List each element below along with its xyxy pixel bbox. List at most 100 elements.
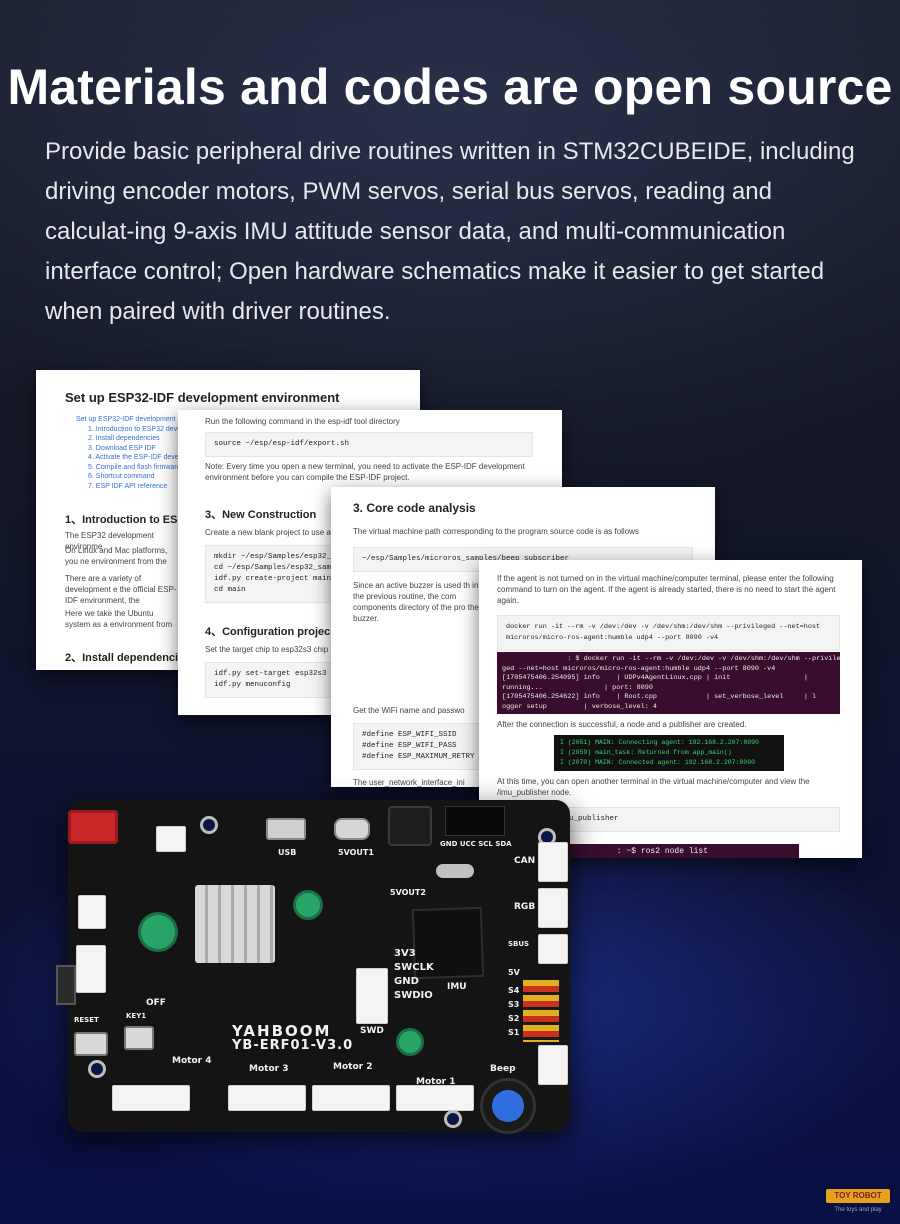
motor-connector — [396, 1085, 474, 1111]
sbus-connector — [538, 934, 568, 964]
code-block: docker run -it --rm -v /dev:/dev -v /dev… — [497, 615, 840, 651]
board-label: IMU — [447, 982, 467, 992]
doc-title: 3. Core code analysis — [353, 501, 476, 515]
doc-title: Set up ESP32-IDF development environment — [65, 390, 340, 405]
mount-hole — [88, 1060, 106, 1078]
usb-port — [266, 818, 306, 840]
board-label: SWCLK — [394, 962, 434, 973]
capacitor — [396, 1028, 424, 1056]
toc-item[interactable]: 7. ESP IDF API reference — [88, 482, 168, 490]
board-label: CAN — [514, 856, 536, 866]
heatsink — [195, 885, 275, 963]
can-connector — [538, 842, 568, 882]
model-label: YB-ERF01-V3.0 — [232, 1038, 354, 1053]
board-label: SWD — [360, 1026, 384, 1036]
section-heading: 2、Install dependencie — [65, 652, 185, 664]
board-label: 5VOUT2 — [390, 888, 426, 897]
doc-text: Note: Every time you open a new terminal… — [205, 462, 525, 482]
code-block: source ~/esp/esp-idf/export.sh — [205, 432, 533, 457]
doc-text: The user_network_interface_ini — [353, 778, 465, 787]
brand-label: YAHBOOM — [232, 1022, 332, 1040]
section-heading: 3、New Construction — [205, 509, 317, 521]
board-label: 5V — [508, 968, 520, 977]
doc-card-agent: If the agent is not turned on in the vir… — [479, 560, 862, 858]
board-label: RGB — [514, 902, 536, 912]
key1-button[interactable] — [124, 1026, 154, 1050]
side-connector — [78, 895, 106, 929]
board-label: GND — [394, 976, 419, 987]
board-label: S2 — [508, 1014, 520, 1023]
board-label: USB — [278, 848, 297, 857]
dc-jack — [388, 806, 432, 846]
buzzer-sticker — [492, 1090, 524, 1122]
board-label: SBUS — [508, 940, 530, 948]
doc-text: Here we take the Ubuntu system as a envi… — [65, 609, 173, 629]
board-label: 5VOUT1 — [338, 848, 374, 857]
board-label: 3V3 — [394, 948, 416, 959]
terminal-output: : $ docker run -it --rm -v /dev:/dev -v … — [497, 652, 840, 714]
toy-robot-logo: TOY ROBOT The toys and play — [826, 1183, 890, 1219]
crystal — [436, 864, 474, 878]
doc-text: Create a new blank project to use as a — [205, 528, 342, 537]
doc-text: At this time, you can open another termi… — [497, 777, 810, 797]
page-title: Materials and codes are open source — [7, 59, 893, 115]
power-connector — [68, 810, 118, 844]
doc-text: After the connection is successful, a no… — [497, 720, 747, 729]
board-label: GND UCC SCL SDA — [440, 840, 512, 848]
rgb-connector — [538, 888, 568, 928]
board-label: RESET — [74, 1016, 99, 1024]
board-label: Motor 1 — [416, 1077, 456, 1087]
mount-hole — [444, 1110, 462, 1128]
board-label: KEY1 — [126, 1012, 147, 1020]
toc-item[interactable]: 4. Activate the ESP-IDF develop... — [88, 454, 194, 461]
doc-text: Run the following command in the esp-idf… — [205, 417, 400, 426]
toc-item[interactable]: 5. Compile and flash firmware — [88, 463, 181, 471]
code-block: mkdir ~/esp/Samples/esp32_sampl cd ~/esp… — [205, 545, 335, 603]
section-heading: 1、Introduction to ESP3 — [65, 514, 191, 526]
doc-text: The virtual machine path corresponding t… — [353, 527, 639, 536]
board-label: Motor 4 — [172, 1056, 212, 1066]
doc-text: The ESP32 development environme — [65, 531, 154, 551]
power-switch[interactable] — [56, 965, 76, 1005]
doc-text: There are a variety of development e the… — [65, 574, 177, 605]
motor-connector — [228, 1085, 306, 1111]
board-label: OFF — [146, 998, 166, 1008]
logo-text: TOY ROBOT — [826, 1189, 890, 1203]
board-label: S3 — [508, 1000, 520, 1009]
terminal-output: : ~$ ros2 node list — [559, 844, 799, 858]
doc-text: On Linux and Mac platforms, you ne envir… — [65, 546, 168, 566]
capacitor — [293, 890, 323, 920]
reset-button[interactable] — [74, 1032, 108, 1056]
controller-board: YAHBOOM YB-ERF01-V3.0 Motor 4 Motor 3 Mo… — [56, 800, 570, 1134]
code-block: idf.py set-target esp32s3 idf.py menucon… — [205, 662, 335, 698]
doc-text: If the agent is not turned on in the vir… — [497, 574, 836, 605]
board-label: S4 — [508, 986, 520, 995]
mount-hole — [200, 816, 218, 834]
board-label: Motor 3 — [249, 1064, 289, 1074]
motor-connector — [312, 1085, 390, 1111]
capacitor — [138, 912, 178, 952]
code-block: #define ESP_WIFI_SSID #define ESP_WIFI_P… — [353, 723, 481, 770]
toc-item[interactable]: Set up ESP32-IDF development envi... — [76, 416, 197, 423]
section-heading: 4、Configuration projec — [205, 626, 331, 638]
swd-connector — [356, 968, 388, 1024]
board-label: S1 — [508, 1028, 520, 1037]
doc-text: Since an active buzzer is used th in the… — [353, 581, 479, 623]
logo-caption: The toys and play — [834, 1207, 882, 1213]
toc-item[interactable]: 3. Download ESP IDF — [88, 444, 156, 452]
toc-item[interactable]: 6. Shortcut command — [88, 473, 155, 480]
usb-c-port — [334, 818, 370, 840]
doc-text: Get the WiFi name and passwo — [353, 706, 465, 715]
battery-connector — [156, 826, 186, 852]
table-of-contents: Set up ESP32-IDF development envi... 1. … — [76, 415, 216, 491]
toc-item[interactable]: 2. Install dependencies — [88, 435, 160, 442]
toc-item[interactable]: 1. Introduction to ESP32 develo... — [88, 425, 193, 433]
intro-paragraph: Provide basic peripheral drive routines … — [45, 138, 855, 325]
servo-headers — [523, 980, 559, 1042]
beep-connector — [538, 1045, 568, 1085]
board-label: SWDIO — [394, 990, 433, 1001]
motor-connector — [112, 1085, 190, 1111]
doc-text: Set the target chip to esp32s3 chip and — [205, 645, 344, 654]
board-label: Beep — [490, 1064, 516, 1074]
header-pins — [445, 806, 505, 836]
